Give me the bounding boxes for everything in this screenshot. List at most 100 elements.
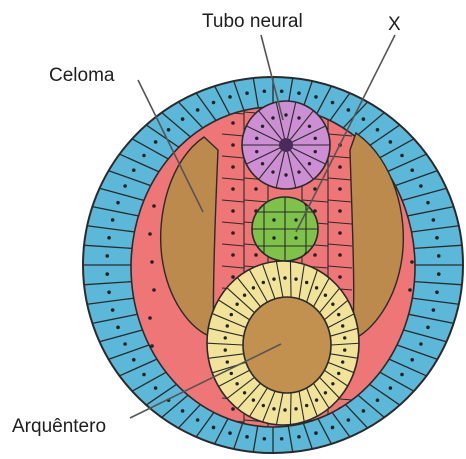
mesoderm-nucleus	[148, 232, 152, 236]
notochord-nucleus	[272, 218, 275, 221]
ectoderm-nucleus	[105, 272, 109, 276]
neural-nucleus	[271, 116, 274, 119]
ectoderm-nucleus	[314, 95, 318, 99]
ectoderm-nucleus	[111, 218, 115, 222]
notochord-nucleus	[294, 236, 297, 239]
endoderm-nucleus	[235, 303, 238, 306]
ectoderm-nucleus	[389, 140, 393, 144]
mesoderm-nucleus	[338, 209, 342, 213]
ectoderm-nucleus	[419, 342, 423, 346]
ectoderm-nucleus	[297, 435, 301, 439]
notochord-nucleus	[294, 218, 297, 221]
mesoderm-nucleus	[152, 288, 156, 292]
endoderm-nucleus	[337, 372, 340, 375]
mesoderm-nucleus	[231, 143, 235, 147]
endoderm-nucleus	[243, 391, 246, 394]
ectoderm-nucleus	[196, 108, 200, 112]
endoderm-nucleus	[262, 404, 265, 407]
mesoderm-nucleus	[254, 187, 258, 191]
endoderm-nucleus	[272, 277, 275, 280]
label-arquentero: Arquêntero	[12, 416, 106, 437]
ectoderm-nucleus	[263, 437, 267, 441]
ectoderm-nucleus	[111, 308, 115, 312]
ectoderm-nucleus	[410, 358, 414, 362]
ectoderm-nucleus	[245, 91, 249, 95]
ectoderm-nucleus	[123, 184, 127, 188]
endoderm-nucleus	[305, 281, 308, 284]
ectoderm-nucleus	[181, 117, 185, 121]
mesoderm-nucleus	[231, 121, 235, 125]
mesoderm-nucleus	[338, 253, 342, 257]
ectoderm-nucleus	[400, 154, 404, 158]
ectoderm-nucleus	[362, 117, 366, 121]
endoderm-nucleus	[230, 372, 233, 375]
ectoderm-nucleus	[437, 272, 441, 276]
mesoderm-nucleus	[231, 165, 235, 169]
neural-nucleus	[284, 113, 287, 116]
ectoderm-nucleus	[263, 89, 267, 93]
endoderm-nucleus	[331, 382, 334, 385]
ectoderm-nucleus	[116, 326, 120, 330]
notochord-nucleus	[272, 236, 275, 239]
ectoderm-nucleus	[432, 308, 436, 312]
mesoderm-nucleus	[152, 204, 156, 208]
mesoderm-nucleus	[231, 253, 235, 257]
ectoderm-nucleus	[280, 89, 284, 93]
ectoderm-nucleus	[410, 168, 414, 172]
ectoderm-nucleus	[314, 431, 318, 435]
mesoderm-nucleus	[408, 288, 412, 292]
ectoderm-nucleus	[132, 168, 136, 172]
endoderm-nucleus	[230, 313, 233, 316]
endoderm-nucleus	[315, 286, 318, 289]
endoderm-nucleus	[341, 360, 344, 363]
endoderm-nucleus	[226, 360, 229, 363]
neural-nucleus	[297, 116, 300, 119]
endoderm-nucleus	[331, 303, 334, 306]
ectoderm-nucleus	[389, 386, 393, 390]
mesoderm-nucleus	[338, 275, 342, 279]
mesoderm-nucleus	[231, 407, 235, 411]
neural-nucleus	[261, 125, 264, 128]
ectoderm-nucleus	[297, 91, 301, 95]
neural-nucleus	[314, 137, 317, 140]
neural-nucleus	[255, 137, 258, 140]
endoderm-nucleus	[341, 324, 344, 327]
ectoderm-nucleus	[167, 128, 171, 132]
ectoderm-nucleus	[245, 435, 249, 439]
mesoderm-nucleus	[410, 260, 414, 264]
endoderm-cell-wall	[290, 393, 291, 429]
endoderm-nucleus	[343, 336, 346, 339]
ectoderm-nucleus	[142, 154, 146, 158]
neural-nucleus	[314, 150, 317, 153]
endoderm-nucleus	[315, 398, 318, 401]
mesoderm-nucleus	[231, 275, 235, 279]
ectoderm-nucleus	[347, 418, 351, 422]
archenteron-cavity	[243, 297, 331, 393]
mesoderm-nucleus	[338, 165, 342, 169]
mesoderm-nucleus	[338, 231, 342, 235]
endoderm-nucleus	[283, 276, 286, 279]
endoderm-nucleus	[235, 382, 238, 385]
label-x: X	[388, 14, 401, 35]
ectoderm-nucleus	[432, 218, 436, 222]
ectoderm-nucleus	[362, 409, 366, 413]
ectoderm-nucleus	[437, 254, 441, 258]
ectoderm-nucleus	[154, 386, 158, 390]
endoderm-nucleus	[252, 398, 255, 401]
mesoderm-nucleus	[150, 344, 154, 348]
ectoderm-nucleus	[116, 201, 120, 205]
neural-nucleus	[308, 162, 311, 165]
mesoderm-nucleus	[148, 316, 152, 320]
endoderm-nucleus	[324, 294, 327, 297]
mesoderm-nucleus	[231, 231, 235, 235]
endoderm-nucleus	[226, 324, 229, 327]
ectoderm-nucleus	[376, 398, 380, 402]
label-celoma: Celoma	[49, 65, 115, 86]
mesoderm-nucleus	[231, 209, 235, 213]
neural-nucleus	[271, 170, 274, 173]
ectoderm-nucleus	[435, 236, 439, 240]
ectoderm-nucleus	[107, 290, 111, 294]
mesoderm-nucleus	[231, 187, 235, 191]
endoderm-nucleus	[283, 408, 286, 411]
mesoderm-nucleus	[254, 253, 258, 257]
